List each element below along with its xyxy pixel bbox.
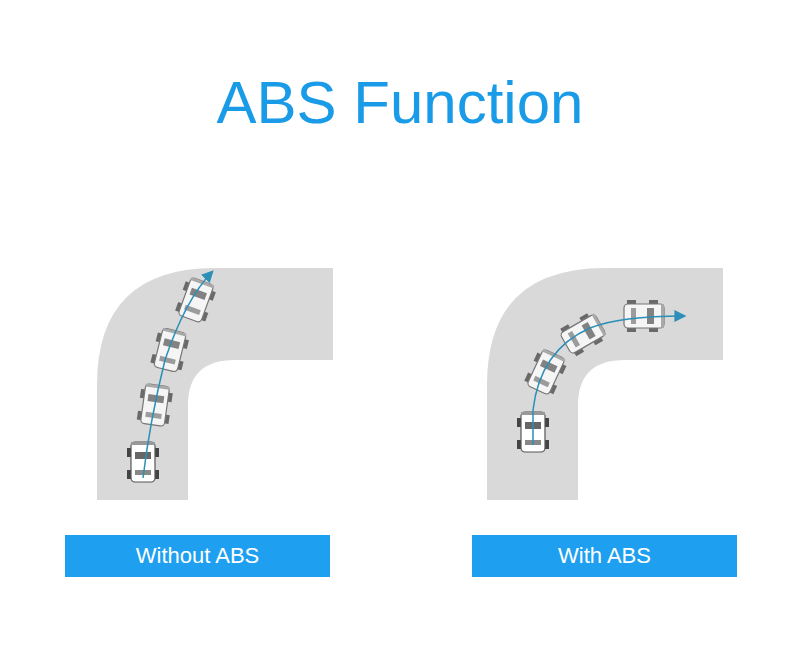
band-label: With ABS	[558, 543, 651, 569]
car	[517, 300, 664, 452]
title: ABS Function	[0, 70, 800, 136]
road	[487, 268, 723, 500]
band-label: Without ABS	[136, 543, 260, 569]
path-arrow	[143, 272, 212, 478]
path-arrow	[533, 316, 684, 445]
label-band: With ABS	[472, 535, 737, 577]
car	[127, 276, 218, 482]
label-band: Without ABS	[65, 535, 330, 577]
road	[97, 268, 333, 500]
